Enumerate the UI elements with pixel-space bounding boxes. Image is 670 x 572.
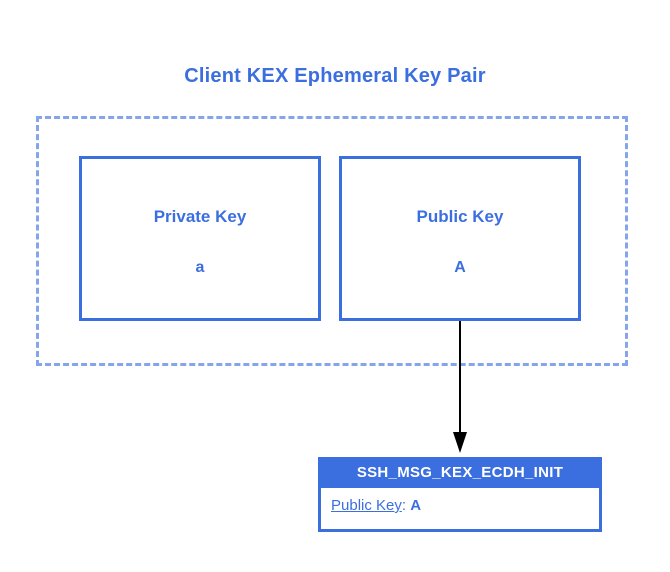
- private-key-label: Private Key: [153, 207, 247, 226]
- public-key-box: Public Key A: [339, 156, 581, 321]
- page-title: Client KEX Ephemeral Key Pair: [184, 65, 486, 87]
- message-field-separator: :: [401, 497, 407, 514]
- public-key-label: Public Key: [416, 207, 504, 226]
- message-body: Public Key: A: [318, 488, 602, 532]
- public-key-value: A: [454, 259, 466, 276]
- private-key-box: Private Key a: [79, 156, 321, 321]
- message-field-value: A: [410, 497, 422, 514]
- message-field-label: Public Key: [331, 497, 402, 514]
- ssh-msg-kex-ecdh-init-packet: SSH_MSG_KEX_ECDH_INIT Public Key: A: [318, 457, 602, 532]
- message-header-title: SSH_MSG_KEX_ECDH_INIT: [318, 457, 602, 488]
- arrow-head-icon: [453, 432, 467, 453]
- private-key-value: a: [195, 259, 205, 276]
- client-kex-ephemeral-key-pair-group: [36, 116, 628, 366]
